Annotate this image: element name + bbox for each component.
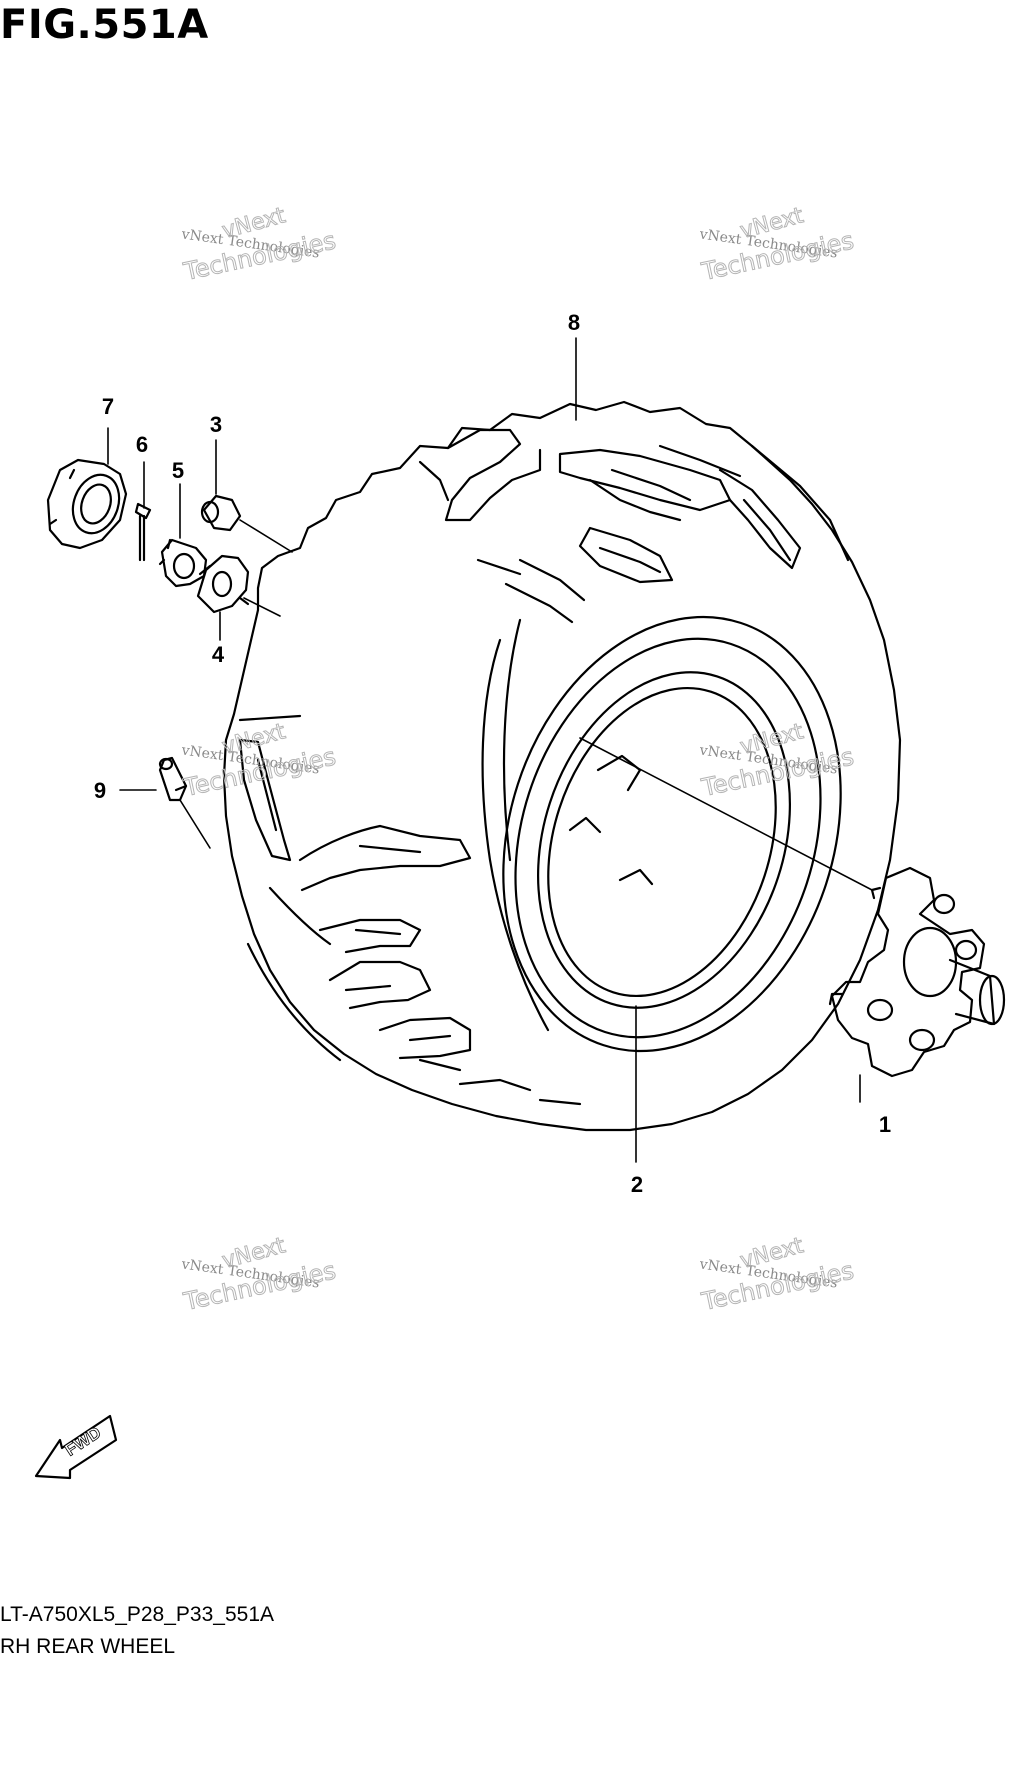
- callout-5[interactable]: 5: [172, 458, 184, 483]
- callout-8[interactable]: 8: [568, 310, 580, 335]
- figure-code: LT-A750XL5_P28_P33_551A: [0, 1603, 275, 1626]
- fwd-arrow: [34, 1414, 118, 1480]
- cotter-pin-part-6[interactable]: [134, 502, 152, 562]
- callout-2[interactable]: 2: [631, 1172, 643, 1197]
- callout-6[interactable]: 6: [136, 432, 148, 457]
- callout-1[interactable]: 1: [879, 1112, 891, 1137]
- figure-name: RH REAR WHEEL: [0, 1635, 176, 1658]
- nut-part-3[interactable]: [200, 494, 242, 532]
- callout-4[interactable]: 4: [212, 642, 225, 667]
- figure-title: FIG.551A: [0, 2, 209, 48]
- washer-part-4[interactable]: [196, 554, 250, 614]
- hub-part-1[interactable]: [828, 866, 1006, 1078]
- callout-3[interactable]: 3: [210, 412, 222, 437]
- callout-9[interactable]: 9: [94, 778, 106, 803]
- tire-part-8[interactable]: [222, 400, 902, 1132]
- fwd-label: FWD: [62, 1423, 105, 1460]
- watermark: vNext Technologies vNext Technologies vN…: [180, 203, 857, 1317]
- cap-part-7[interactable]: [46, 458, 128, 550]
- castle-nut-part-5[interactable]: [158, 538, 208, 588]
- callout-7[interactable]: 7: [102, 394, 114, 419]
